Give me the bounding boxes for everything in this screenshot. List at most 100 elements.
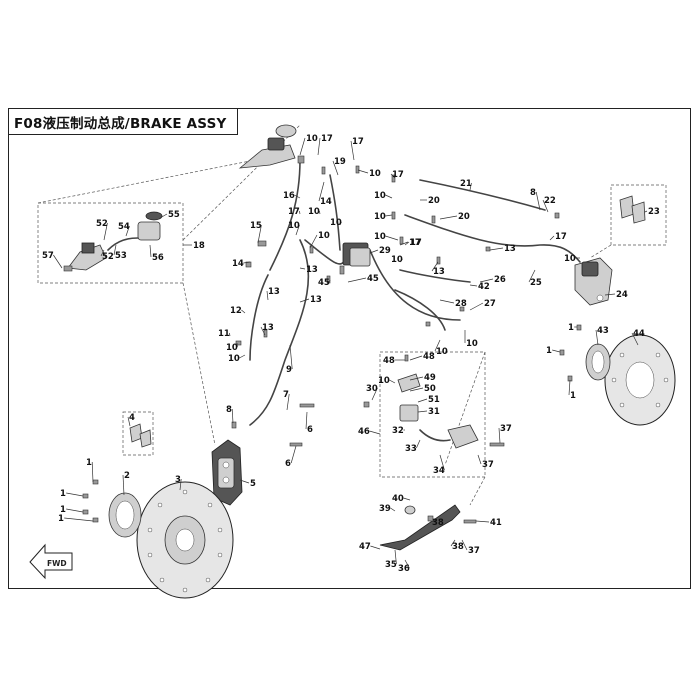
callout-8: 8 bbox=[530, 188, 536, 198]
callout-leader bbox=[260, 326, 266, 336]
callout-leader bbox=[389, 379, 396, 384]
callout-leader bbox=[431, 261, 439, 272]
title-box bbox=[8, 108, 238, 135]
callout-leader bbox=[347, 277, 367, 283]
callout-10: 10 bbox=[564, 254, 576, 264]
master-cylinder-detail-box bbox=[37, 202, 184, 284]
callout-leader bbox=[528, 269, 536, 283]
callout-10: 10 bbox=[369, 169, 381, 179]
callout-52: 52 bbox=[102, 252, 114, 262]
callout-12: 12 bbox=[230, 306, 242, 316]
callout-leader bbox=[100, 249, 105, 257]
callout-17: 17 bbox=[410, 238, 422, 248]
callout-leader bbox=[241, 309, 246, 314]
callout-45: 45 bbox=[318, 278, 330, 288]
callout-leader bbox=[305, 411, 308, 430]
callout-leader bbox=[404, 559, 410, 569]
front-master-cylinder bbox=[238, 124, 305, 169]
callout-leader bbox=[369, 249, 379, 254]
callout-2: 2 bbox=[124, 471, 130, 481]
hose-27 bbox=[369, 249, 461, 321]
callout-leader bbox=[149, 244, 152, 258]
callout-leader bbox=[299, 137, 306, 156]
callout-38: 38 bbox=[452, 542, 464, 552]
callout-leader bbox=[385, 235, 399, 241]
callout-1: 1 bbox=[570, 391, 576, 401]
callout-14: 14 bbox=[232, 259, 244, 269]
callout-20: 20 bbox=[428, 196, 440, 206]
callout-leader bbox=[535, 191, 541, 211]
callout-leader bbox=[403, 497, 411, 501]
callout-48: 48 bbox=[423, 352, 435, 362]
callout-29: 29 bbox=[379, 246, 391, 256]
callout-36: 36 bbox=[398, 564, 410, 574]
callout-10: 10 bbox=[436, 347, 448, 357]
callout-leader bbox=[439, 215, 458, 220]
callout-leader bbox=[404, 241, 410, 246]
callout-leader bbox=[439, 454, 445, 471]
diagram-frame bbox=[8, 108, 691, 589]
callout-3: 3 bbox=[175, 475, 181, 485]
callout-leader bbox=[489, 247, 504, 251]
callout-19: 19 bbox=[334, 157, 346, 167]
callout-leader bbox=[113, 244, 117, 256]
callout-50: 50 bbox=[424, 384, 436, 394]
callout-leader bbox=[309, 234, 318, 249]
callout-6: 6 bbox=[307, 425, 313, 435]
callout-10: 10 bbox=[330, 218, 342, 228]
callout-31: 31 bbox=[428, 407, 440, 417]
callout-14: 14 bbox=[320, 197, 332, 207]
callout-10: 10 bbox=[374, 212, 386, 222]
fwd-arrow: FWD bbox=[29, 543, 73, 580]
callout-leader bbox=[329, 279, 331, 283]
rear-brake-disc bbox=[604, 334, 676, 426]
hose-28 bbox=[394, 289, 446, 331]
callout-17: 17 bbox=[555, 232, 567, 242]
rear-master-cylinder bbox=[379, 373, 479, 551]
callout-37: 37 bbox=[500, 424, 512, 434]
front-hose-12 bbox=[249, 274, 269, 361]
callout-leader bbox=[631, 332, 639, 346]
rear-disc-adapter bbox=[585, 343, 611, 381]
callout-23: 23 bbox=[648, 207, 660, 217]
callout-9: 9 bbox=[286, 365, 292, 375]
callout-1: 1 bbox=[58, 514, 64, 524]
callout-leader bbox=[299, 210, 301, 215]
callout-16: 16 bbox=[283, 191, 295, 201]
callout-leader bbox=[266, 290, 269, 301]
callout-1: 1 bbox=[86, 458, 92, 468]
fwd-label: FWD bbox=[47, 559, 67, 568]
callout-41: 41 bbox=[490, 518, 502, 528]
callout-10: 10 bbox=[308, 207, 320, 217]
callout-leader bbox=[498, 427, 501, 444]
rear-caliper bbox=[574, 257, 613, 306]
callout-11: 11 bbox=[218, 329, 230, 339]
callout-leader bbox=[289, 344, 293, 370]
callout-leader bbox=[409, 355, 423, 361]
callout-leader bbox=[430, 519, 437, 523]
callout-6: 6 bbox=[285, 459, 291, 469]
callout-21: 21 bbox=[460, 179, 472, 189]
callout-44: 44 bbox=[633, 329, 645, 339]
callout-leader bbox=[319, 210, 321, 215]
callout-48: 48 bbox=[383, 356, 395, 366]
callout-18: 18 bbox=[193, 241, 205, 251]
front-hose-9 bbox=[249, 239, 310, 426]
front-brake-pads bbox=[129, 423, 152, 448]
callout-leader bbox=[239, 354, 246, 359]
callout-leader bbox=[469, 284, 478, 287]
rear-hose-21 bbox=[419, 179, 546, 211]
callout-leader bbox=[417, 398, 428, 403]
front-pad-box bbox=[122, 411, 154, 456]
fasteners bbox=[82, 165, 582, 524]
callout-10: 10 bbox=[318, 231, 330, 241]
callout-22: 22 bbox=[544, 196, 556, 206]
front-hose-upper bbox=[269, 159, 301, 271]
callout-17: 17 bbox=[321, 134, 333, 144]
callout-leader bbox=[371, 387, 378, 401]
callout-10: 10 bbox=[374, 232, 386, 242]
callout-52: 52 bbox=[96, 219, 108, 229]
callout-10: 10 bbox=[466, 339, 478, 349]
callout-30: 30 bbox=[366, 384, 378, 394]
